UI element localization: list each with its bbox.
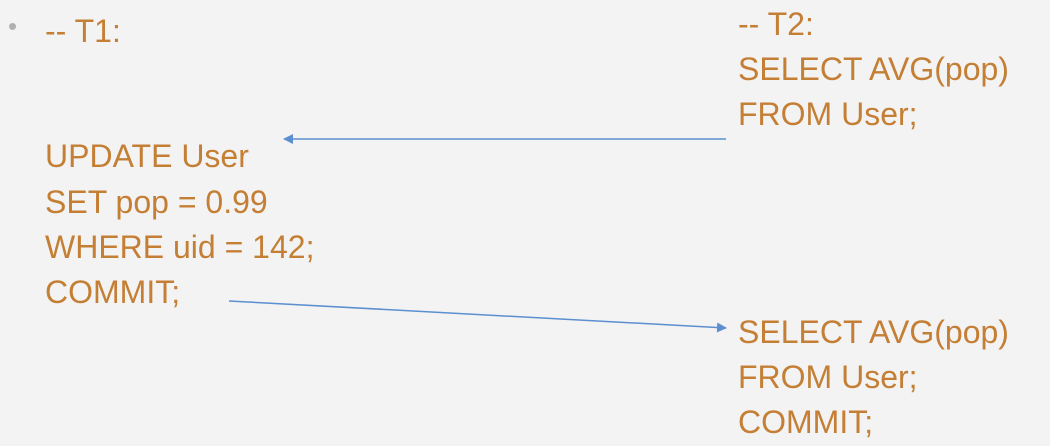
t1-update-line-2: SET pop = 0.99 (45, 184, 268, 220)
t2-second-query-line-1: SELECT AVG(pop) (738, 314, 1009, 350)
t2-label: -- T2: (738, 6, 814, 42)
t1-update-line-3: WHERE uid = 142; (45, 229, 315, 265)
t1-commit-line: COMMIT; (45, 274, 181, 310)
t2-first-query-line-1: SELECT AVG(pop) (738, 51, 1009, 87)
t2-second-query-line-2: FROM User; (738, 359, 918, 395)
t2-second-query-line-3: COMMIT; (738, 404, 874, 440)
bullet-dot-icon: • (8, 11, 18, 41)
arrow-t1-commit-to-t2 (228, 300, 727, 333)
t1-update-line-1: UPDATE User (45, 138, 249, 174)
t2-first-query-line-2: FROM User; (738, 96, 918, 132)
t1-label: -- T1: (45, 13, 121, 49)
